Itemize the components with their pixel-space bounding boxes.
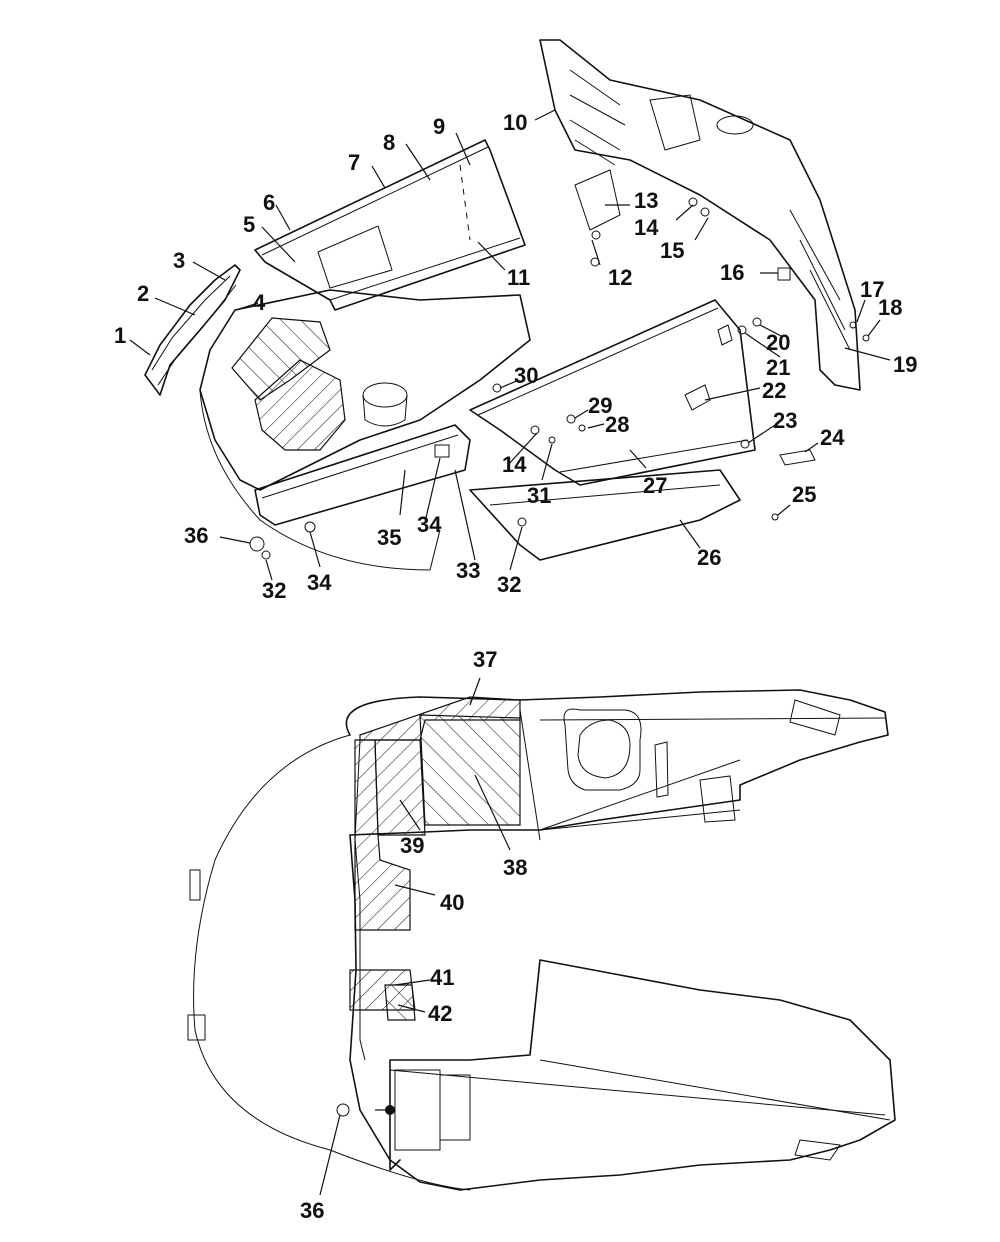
callout-21[interactable]: 21 — [766, 355, 790, 380]
leader-lines-top — [129, 109, 891, 581]
callout-4[interactable]: 4 — [253, 290, 266, 315]
callout-17[interactable]: 17 — [860, 277, 884, 302]
callout-1[interactable]: 1 — [114, 323, 126, 348]
callout-10[interactable]: 10 — [503, 110, 527, 135]
callout-3[interactable]: 3 — [173, 248, 185, 273]
callout-11[interactable]: 11 — [507, 265, 530, 290]
hull-outline — [345, 689, 896, 1191]
callout-2[interactable]: 2 — [137, 281, 149, 306]
callout-25[interactable]: 25 — [792, 482, 816, 507]
pad-40 — [354, 739, 411, 931]
callout-39[interactable]: 39 — [400, 833, 424, 858]
front-cowl — [199, 289, 531, 571]
pad-39 — [374, 739, 426, 836]
callout-36[interactable]: 36 — [184, 523, 208, 548]
callout-34[interactable]: 34 — [417, 512, 442, 537]
callout-32[interactable]: 32 — [497, 572, 521, 597]
callout-37[interactable]: 37 — [473, 647, 497, 672]
callout-14[interactable]: 14 — [634, 215, 659, 240]
callout-18[interactable]: 18 — [878, 295, 902, 320]
callout-26[interactable]: 26 — [697, 545, 721, 570]
callout-30[interactable]: 30 — [514, 363, 538, 388]
callout-22[interactable]: 22 — [762, 378, 786, 403]
callout-24[interactable]: 24 — [820, 425, 845, 450]
pad-38 — [419, 714, 521, 826]
callout-20[interactable]: 20 — [766, 330, 790, 355]
callout-31[interactable]: 31 — [527, 483, 551, 508]
callout-19[interactable]: 19 — [893, 352, 917, 377]
callout-28[interactable]: 28 — [605, 412, 629, 437]
callout-14b[interactable]: 14 — [502, 452, 527, 477]
callout-38[interactable]: 38 — [503, 855, 527, 880]
lower-rail — [469, 469, 741, 561]
callout-5[interactable]: 5 — [243, 212, 255, 237]
left-rail — [254, 424, 471, 526]
nose-strip — [144, 264, 241, 396]
callout-35[interactable]: 35 — [377, 525, 401, 550]
side-console — [539, 39, 861, 391]
pad-42 — [384, 984, 416, 1021]
bottom-view — [187, 677, 896, 1196]
callout-32b[interactable]: 32 — [262, 578, 286, 603]
callout-9[interactable]: 9 — [433, 114, 445, 139]
callout-12[interactable]: 12 — [608, 265, 632, 290]
right-panel — [469, 299, 756, 486]
exploded-view — [129, 39, 891, 581]
callout-15[interactable]: 15 — [660, 238, 684, 263]
callout-16[interactable]: 16 — [720, 260, 744, 285]
callout-7[interactable]: 7 — [348, 150, 360, 175]
callout-33[interactable]: 33 — [456, 558, 480, 583]
callout-29[interactable]: 29 — [588, 393, 612, 418]
callout-13[interactable]: 13 — [634, 188, 658, 213]
callout-27[interactable]: 27 — [643, 473, 667, 498]
callout-6[interactable]: 6 — [263, 190, 275, 215]
callouts: 1 2 3 4 5 6 7 8 9 10 11 12 13 14 15 16 1… — [114, 110, 917, 1223]
callout-41[interactable]: 41 — [430, 965, 454, 990]
callout-23[interactable]: 23 — [773, 408, 797, 433]
hood-panel — [254, 139, 526, 311]
callout-42[interactable]: 42 — [428, 1001, 452, 1026]
callout-34b[interactable]: 34 — [307, 570, 332, 595]
callout-40[interactable]: 40 — [440, 890, 464, 915]
callout-8[interactable]: 8 — [383, 130, 395, 155]
callout-36b[interactable]: 36 — [300, 1198, 324, 1223]
